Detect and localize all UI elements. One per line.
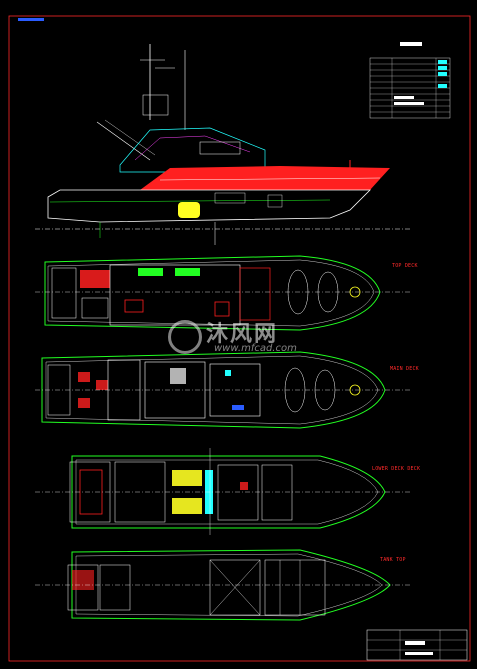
watermark-logo-icon	[168, 320, 202, 354]
top-deck-plan	[35, 255, 410, 331]
sheet-border	[8, 15, 471, 662]
label-tank-top: TANK TOP	[380, 557, 406, 563]
label-lower-deck: LOWER DECK DECK	[372, 466, 421, 472]
corner-mark	[18, 18, 44, 21]
specification-table	[369, 42, 451, 119]
title-block	[366, 629, 468, 661]
main-deck-plan	[35, 351, 410, 429]
label-top-deck: TOP DECK	[392, 263, 418, 269]
watermark-en: www.mfcad.com	[214, 343, 297, 354]
profile-view	[35, 44, 410, 245]
lower-deck-plan	[35, 448, 410, 535]
watermark: 沐风网 www.mfcad.com	[168, 316, 328, 360]
tank-top-plan	[35, 549, 410, 621]
watermark-cn: 沐风网	[206, 322, 279, 347]
label-main-deck: MAIN DECK	[390, 366, 419, 372]
